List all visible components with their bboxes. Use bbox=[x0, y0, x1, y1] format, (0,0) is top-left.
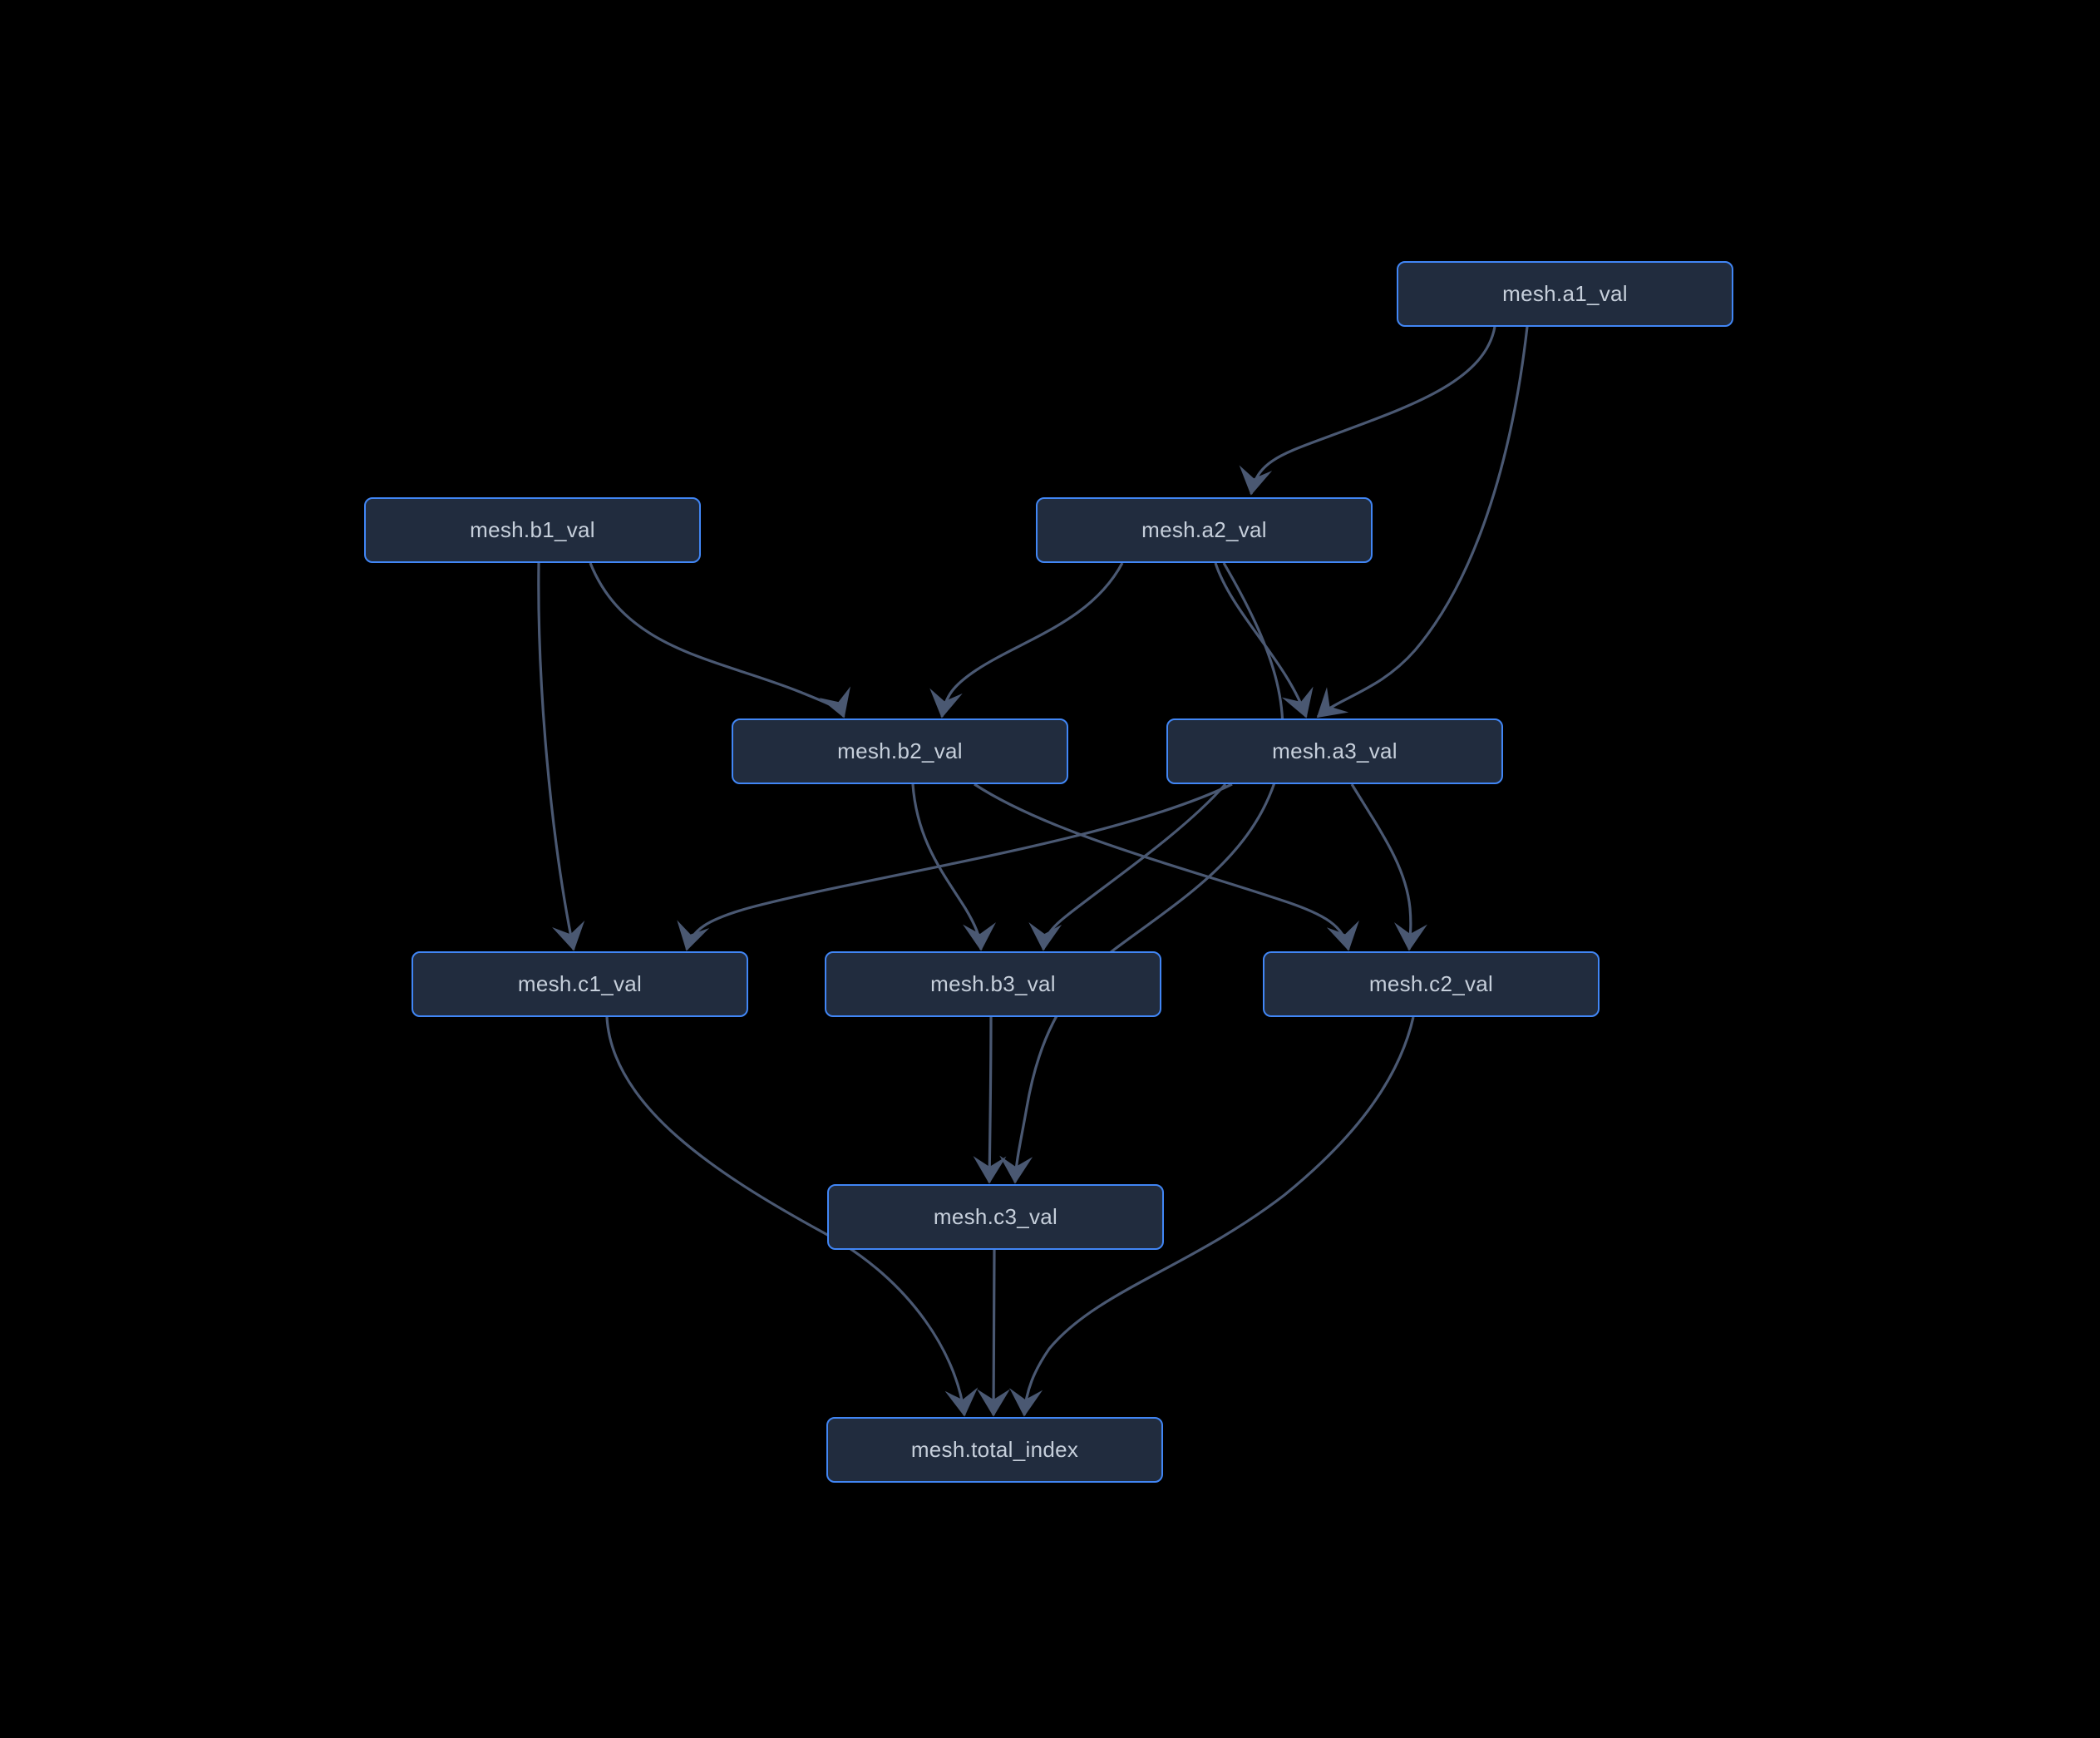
edge-a3-to-b3 bbox=[1028, 783, 1227, 951]
graph-node-c2[interactable]: mesh.c2_val bbox=[1263, 951, 1600, 1017]
node-label: mesh.total_index bbox=[910, 1437, 1079, 1462]
graph-node-a1[interactable]: mesh.a1_val bbox=[1397, 261, 1733, 327]
edge-c3-to-total bbox=[977, 1249, 1011, 1417]
graph-node-b1[interactable]: mesh.b1_val bbox=[364, 497, 701, 563]
edge-b3-to-c3 bbox=[973, 1016, 1007, 1184]
node-label: mesh.b3_val bbox=[930, 971, 1056, 996]
graph-node-c3[interactable]: mesh.c3_val bbox=[827, 1184, 1164, 1250]
edge-a2-to-b2 bbox=[929, 562, 1124, 718]
edge-a1-to-a2 bbox=[1239, 326, 1496, 496]
node-label: mesh.b1_val bbox=[470, 517, 595, 542]
graph-node-b2[interactable]: mesh.b2_val bbox=[732, 718, 1068, 784]
edge-a3-to-c1 bbox=[677, 783, 1233, 951]
graph-node-b3[interactable]: mesh.b3_val bbox=[825, 951, 1161, 1017]
node-label: mesh.a1_val bbox=[1502, 281, 1628, 306]
edge-c2-to-total bbox=[1009, 1016, 1415, 1417]
graph-node-a2[interactable]: mesh.a2_val bbox=[1036, 497, 1373, 563]
node-label: mesh.c1_val bbox=[517, 971, 643, 996]
edge-b2-to-c2 bbox=[974, 783, 1359, 951]
node-label: mesh.c3_val bbox=[933, 1204, 1058, 1229]
edge-a2-to-a3 bbox=[1214, 562, 1314, 718]
graph-node-total[interactable]: mesh.total_index bbox=[826, 1417, 1163, 1483]
graph-node-a3[interactable]: mesh.a3_val bbox=[1166, 718, 1503, 784]
edge-a1-to-a3 bbox=[1316, 326, 1529, 718]
node-label: mesh.a3_val bbox=[1272, 738, 1398, 763]
edge-b1-to-b2 bbox=[589, 562, 850, 718]
graph-node-c1[interactable]: mesh.c1_val bbox=[412, 951, 748, 1017]
edge-a3-to-c2 bbox=[1350, 783, 1427, 951]
node-label: mesh.a2_val bbox=[1141, 517, 1267, 542]
edge-b2-to-b3 bbox=[911, 783, 996, 951]
edge-a2-to-c3 bbox=[999, 562, 1284, 1184]
edge-b1-to-c1 bbox=[537, 562, 585, 951]
edge-c1-to-total bbox=[605, 1016, 979, 1417]
node-label: mesh.b2_val bbox=[837, 738, 963, 763]
node-label: mesh.c2_val bbox=[1368, 971, 1494, 996]
